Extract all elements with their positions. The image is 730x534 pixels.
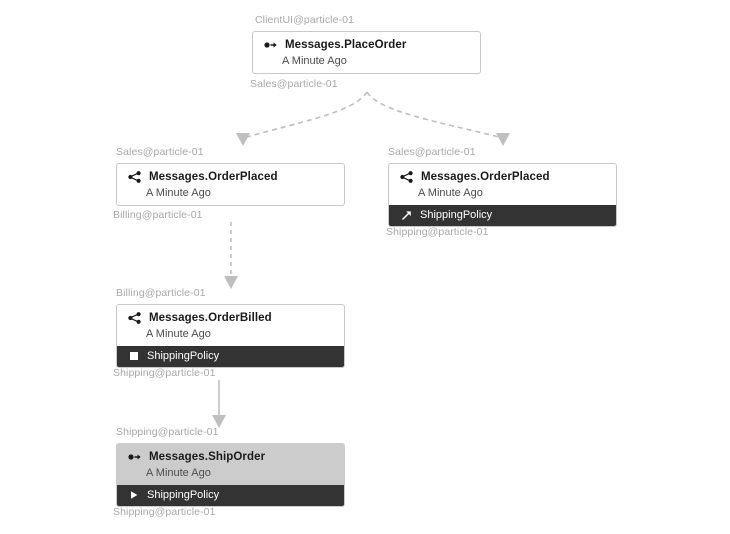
command-arrow-icon bbox=[128, 452, 142, 462]
node-subtitle: A Minute Ago bbox=[146, 467, 211, 479]
node-bottom-caption-order-billed: Shipping@particle-01 bbox=[113, 367, 216, 379]
node-top-caption-place-order: ClientUI@particle-01 bbox=[255, 14, 355, 26]
node-place-order[interactable]: Messages.PlaceOrder A Minute Ago bbox=[252, 31, 481, 74]
node-subtitle: A Minute Ago bbox=[418, 187, 483, 199]
saga-complete-square-icon bbox=[129, 351, 139, 361]
node-top-caption-order-billed: Billing@particle-01 bbox=[116, 287, 206, 299]
edge-arrowhead-right bbox=[496, 133, 510, 146]
node-top-caption-ship-order: Shipping@particle-01 bbox=[116, 426, 219, 438]
event-share-icon bbox=[128, 171, 142, 183]
node-bottom-caption-order-placed-right: Shipping@particle-01 bbox=[386, 226, 489, 238]
node-bottom-caption-place-order: Sales@particle-01 bbox=[250, 78, 338, 90]
event-share-icon bbox=[400, 171, 414, 183]
saga-row-shipping-policy[interactable]: ShippingPolicy bbox=[389, 205, 616, 226]
edge-placeorder-to-orderplaced-right bbox=[366, 91, 504, 139]
node-title-label: Messages.ShipOrder bbox=[149, 451, 266, 463]
node-top-caption-order-placed-right: Sales@particle-01 bbox=[388, 146, 476, 158]
node-title-row: Messages.PlaceOrder bbox=[253, 32, 480, 55]
node-title-label: Messages.PlaceOrder bbox=[285, 39, 407, 51]
saga-row-shipping-policy[interactable]: ShippingPolicy bbox=[117, 346, 344, 367]
node-top-caption-order-placed-left: Sales@particle-01 bbox=[116, 146, 204, 158]
saga-row-label: ShippingPolicy bbox=[147, 489, 220, 501]
node-title-row: Messages.OrderBilled bbox=[117, 305, 344, 328]
saga-row-label: ShippingPolicy bbox=[420, 209, 493, 221]
node-subtitle: A Minute Ago bbox=[146, 328, 211, 340]
saga-start-arrow-icon bbox=[401, 210, 412, 221]
node-bottom-caption-ship-order: Shipping@particle-01 bbox=[113, 506, 216, 518]
node-title-row: Messages.ShipOrder bbox=[117, 444, 344, 467]
edge-arrowhead-left bbox=[236, 133, 250, 146]
node-order-placed-left[interactable]: Messages.OrderPlaced A Minute Ago bbox=[116, 163, 345, 206]
node-order-billed[interactable]: Messages.OrderBilled A Minute Ago Shippi… bbox=[116, 304, 345, 368]
saga-invoke-play-icon bbox=[129, 490, 139, 500]
node-subtitle: A Minute Ago bbox=[282, 55, 347, 67]
node-title-row: Messages.OrderPlaced bbox=[389, 164, 616, 187]
saga-row-label: ShippingPolicy bbox=[147, 350, 220, 362]
node-title-label: Messages.OrderBilled bbox=[149, 312, 272, 324]
event-share-icon bbox=[128, 312, 142, 324]
saga-row-shipping-policy[interactable]: ShippingPolicy bbox=[117, 485, 344, 506]
node-bottom-caption-order-placed-left: Billing@particle-01 bbox=[113, 209, 203, 221]
node-title-label: Messages.OrderPlaced bbox=[149, 171, 278, 183]
node-title-row: Messages.OrderPlaced bbox=[117, 164, 344, 187]
node-order-placed-right[interactable]: Messages.OrderPlaced A Minute Ago Shippi… bbox=[388, 163, 617, 227]
node-ship-order[interactable]: Messages.ShipOrder A Minute Ago Shipping… bbox=[116, 443, 345, 507]
command-arrow-icon bbox=[264, 40, 278, 50]
node-subtitle: A Minute Ago bbox=[146, 187, 211, 199]
edge-placeorder-to-orderplaced-left bbox=[242, 91, 368, 139]
node-title-label: Messages.OrderPlaced bbox=[421, 171, 550, 183]
edge-arrowhead-orderbilled bbox=[224, 276, 238, 289]
